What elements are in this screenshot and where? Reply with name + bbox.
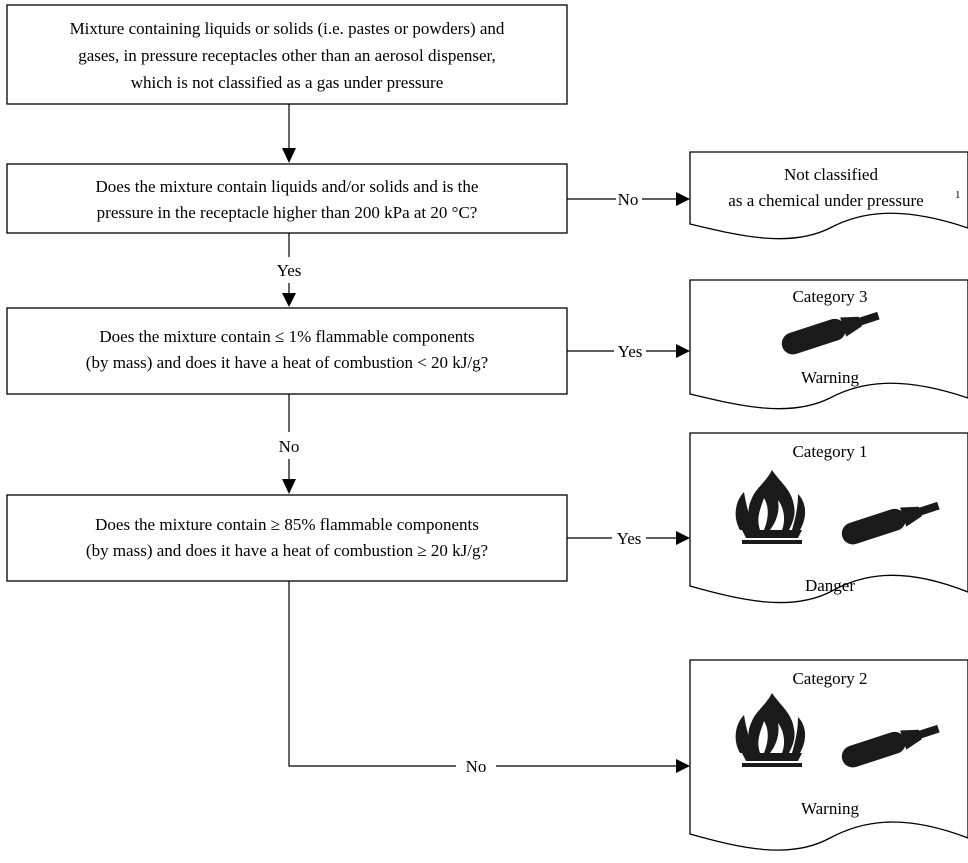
q3-yes-label: Yes	[617, 529, 642, 548]
question-2-box: Does the mixture contain ≤ 1% flammable …	[6, 307, 568, 395]
question-1-line-2: pressure in the receptacle higher than 2…	[97, 203, 478, 222]
arrow-q1-no: No	[567, 190, 690, 209]
question-3-line-1: Does the mixture contain ≥ 85% flammable…	[95, 515, 479, 534]
q1-no-label: No	[618, 190, 639, 209]
question-2-line-1: Does the mixture contain ≤ 1% flammable …	[99, 327, 474, 346]
arrow-q1-yes: Yes	[277, 233, 302, 307]
start-line-1: Mixture containing liquids or solids (i.…	[70, 19, 505, 38]
category-1-signal-word: Danger	[805, 576, 855, 595]
arrow-q3-yes: Yes	[567, 529, 690, 548]
q1-yes-label: Yes	[277, 261, 302, 280]
category-3-title: Category 3	[792, 287, 867, 306]
start-box: Mixture containing liquids or solids (i.…	[6, 4, 568, 105]
arrow-q3-no: No	[288, 581, 690, 776]
category-1-title: Category 1	[792, 442, 867, 461]
question-3-box: Does the mixture contain ≥ 85% flammable…	[6, 494, 568, 582]
arrow-start-to-q1	[282, 104, 296, 163]
start-line-2: gases, in pressure receptacles other tha…	[78, 46, 496, 65]
q2-no-label: No	[279, 437, 300, 456]
question-1-line-1: Does the mixture contain liquids and/or …	[96, 177, 479, 196]
question-2-line-2: (by mass) and does it have a heat of com…	[86, 353, 488, 372]
not-classified-line-1: Not classified	[784, 165, 878, 184]
result-category-3: Category 3 Warning	[689, 279, 968, 410]
start-line-3: which is not classified as a gas under p…	[131, 73, 444, 92]
question-3-line-2: (by mass) and does it have a heat of com…	[86, 541, 488, 560]
result-category-2: Category 2 Warning	[689, 659, 968, 851]
not-classified-line-2: as a chemical under pressure	[728, 191, 923, 210]
category-2-signal-word: Warning	[801, 799, 860, 818]
result-not-classified: Not classified as a chemical under press…	[689, 151, 968, 240]
arrow-q2-no: No	[279, 394, 300, 494]
q2-yes-label: Yes	[618, 342, 643, 361]
q3-no-label: No	[466, 757, 487, 776]
arrow-q2-yes: Yes	[567, 342, 690, 361]
category-2-title: Category 2	[792, 669, 867, 688]
category-3-signal-word: Warning	[801, 368, 860, 387]
result-category-1: Category 1 Danger	[689, 432, 968, 604]
question-1-box: Does the mixture contain liquids and/or …	[6, 163, 568, 234]
footnote-marker: 1	[955, 189, 961, 201]
